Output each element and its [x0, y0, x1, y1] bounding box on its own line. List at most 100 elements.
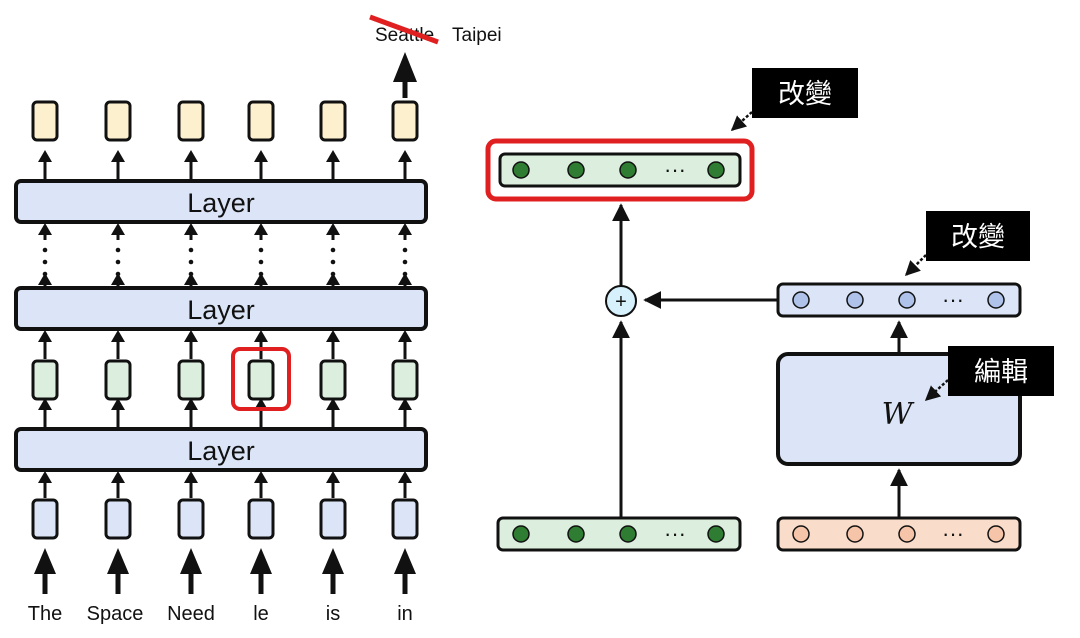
edited-vector-highlight	[485, 138, 755, 202]
arrow-up-head	[398, 330, 412, 342]
token-columns	[31, 100, 419, 594]
arrow-up-head	[184, 398, 198, 410]
output-token-box	[177, 100, 205, 142]
vector-dot	[619, 161, 637, 179]
arrow-up-head	[326, 398, 340, 410]
vector-dot	[987, 525, 1005, 543]
highlighted-hidden-state	[231, 347, 291, 411]
ellipsis-dot	[115, 247, 121, 253]
ellipsis-dot	[402, 259, 408, 265]
svg-text:Layer: Layer	[187, 188, 255, 218]
vector-dot	[707, 525, 725, 543]
vector-dot	[792, 525, 810, 543]
arrow-up-head	[184, 471, 198, 483]
svg-text:改變: 改變	[951, 222, 1005, 253]
arrow-up-head	[398, 398, 412, 410]
svg-text:Layer: Layer	[187, 436, 255, 466]
arrow-up-head	[111, 223, 125, 235]
arrow-up-head	[111, 471, 125, 483]
arrow-up-head	[38, 471, 52, 483]
hidden-state-box	[31, 359, 59, 401]
hidden-state-box	[391, 359, 419, 401]
ellipsis-dot	[330, 259, 336, 265]
arrow-up-head	[38, 150, 52, 162]
arrow-up-head	[111, 273, 125, 285]
arrow-up-head	[254, 223, 268, 235]
arrow-up-head	[254, 471, 268, 483]
output-token-box	[104, 100, 132, 142]
output-token-box	[31, 100, 59, 142]
input-hidden-vector: ···	[496, 516, 742, 552]
arrow-up-head	[184, 330, 198, 342]
input-arrow-head	[180, 548, 202, 574]
arrow-up-head	[254, 330, 268, 342]
arrow-up-head	[111, 398, 125, 410]
callout-change-middle: 改變	[904, 211, 1030, 277]
ellipsis-dot	[258, 247, 264, 253]
delta-vector: ···	[776, 282, 1022, 318]
output-prediction: Seattle Taipei	[369, 14, 502, 46]
new-output-word: Taipei	[452, 25, 502, 46]
output-token-box	[391, 100, 419, 142]
token-label: Need	[167, 603, 215, 625]
arrow-up-head	[111, 150, 125, 162]
output-arrow	[393, 52, 417, 98]
vector-dot	[567, 161, 585, 179]
ellipsis-dot	[402, 247, 408, 253]
arrow-up-head	[326, 471, 340, 483]
arrow-up-head	[184, 273, 198, 285]
vector-dot	[707, 161, 725, 179]
right-editing-diagram: ··· ··· + ···	[485, 68, 1054, 552]
arrow-up-head	[398, 273, 412, 285]
callout-edit: 編輯	[924, 346, 1054, 402]
hidden-state-box	[104, 359, 132, 401]
output-token-box	[319, 100, 347, 142]
input-token-box	[319, 498, 347, 540]
input-arrow-head	[394, 548, 416, 574]
input-token-box	[247, 498, 275, 540]
arrow-up-head	[38, 330, 52, 342]
token-label: is	[326, 603, 340, 625]
hidden-state-box	[177, 359, 205, 401]
layer-bottom: Layer	[14, 427, 428, 472]
key-input-vector: ···	[776, 516, 1022, 552]
left-transformer-model: Seattle Taipei Layer Layer Layer The	[14, 14, 502, 625]
input-token-box	[31, 498, 59, 540]
input-token-box	[391, 498, 419, 540]
arrow-up-head	[254, 150, 268, 162]
input-arrow-head	[322, 548, 344, 574]
input-arrow-head	[107, 548, 129, 574]
vector-dot	[987, 291, 1005, 309]
ellipsis: ···	[664, 521, 686, 546]
ellipsis: ···	[942, 521, 964, 546]
vector-dot	[846, 525, 864, 543]
token-label: le	[253, 603, 269, 625]
arrow-up-head	[326, 330, 340, 342]
arrow-up-head	[184, 150, 198, 162]
arrow-up-head	[398, 223, 412, 235]
weight-label: W	[882, 397, 915, 432]
vector-dot	[898, 525, 916, 543]
vector-dot	[512, 525, 530, 543]
old-output-word: Seattle	[375, 25, 434, 46]
arrow-up-head	[398, 150, 412, 162]
arrow-up-head	[326, 150, 340, 162]
ellipsis-dot	[42, 259, 48, 265]
arrow-up-head	[254, 273, 268, 285]
input-arrow-head	[34, 548, 56, 574]
plus-icon: +	[615, 291, 627, 313]
ellipsis-dot	[258, 259, 264, 265]
input-token-box	[104, 498, 132, 540]
input-arrow-head	[250, 548, 272, 574]
vector-dot	[512, 161, 530, 179]
ellipsis-dot	[188, 259, 194, 265]
vector-dot	[792, 291, 810, 309]
hidden-state-box	[247, 359, 275, 401]
input-token-labels: The Space Need le is in	[28, 603, 413, 625]
arrow-up-head	[184, 223, 198, 235]
output-token-box	[247, 100, 275, 142]
arrow-up-head	[111, 330, 125, 342]
output-hidden-vector: ···	[498, 152, 742, 188]
arrow-up-head	[38, 398, 52, 410]
